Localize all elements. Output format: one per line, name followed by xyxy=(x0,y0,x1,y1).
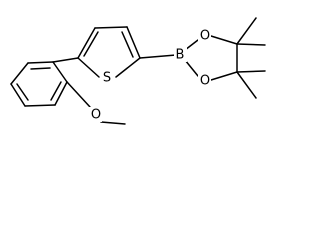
bonds xyxy=(10,17,266,125)
sulfur-label-bg xyxy=(101,70,114,85)
bond-benz-3-inner xyxy=(50,81,62,101)
bond-o-top-c xyxy=(210,35,238,45)
bond-o-bottom-c xyxy=(210,71,238,81)
bond-methyl-3 xyxy=(236,70,266,73)
bond-thio-c3-c2-inner xyxy=(121,31,134,58)
structure-canvas: S B O O O xyxy=(10,17,266,125)
bond-b-o-bottom xyxy=(184,59,199,77)
sulfur-atom-label: S xyxy=(103,71,111,86)
atom-labels: S B O O O xyxy=(89,29,211,123)
oxygen-methoxy-atom-label: O xyxy=(91,108,101,123)
bond-o-methyl xyxy=(100,121,126,125)
bond-b-o-top xyxy=(184,39,199,51)
bond-methyl-2 xyxy=(236,43,266,46)
bond-benz-1 xyxy=(27,61,54,64)
oxygen-methoxy-label-bg xyxy=(89,107,102,122)
oxygen-top-atom-label: O xyxy=(200,29,210,44)
bond-thio-c3-c2 xyxy=(126,26,141,59)
oxygen-top-label-bg xyxy=(198,29,211,44)
bond-thio-c5-c4-inner xyxy=(83,31,99,57)
bond-benz-2 xyxy=(52,61,68,83)
bond-c-b xyxy=(139,54,177,59)
oxygen-bottom-label-bg xyxy=(198,74,211,89)
bond-benz-5 xyxy=(10,83,26,107)
skeletal-formula: S B O O O xyxy=(10,17,266,125)
bond-benz-6 xyxy=(10,62,29,85)
bond-methyl-1 xyxy=(236,17,257,45)
bond-thio-c4-c3 xyxy=(94,26,128,29)
bond-benz-1-inner xyxy=(30,67,51,70)
bond-aryl-o xyxy=(66,81,91,108)
bond-thio-s-c5 xyxy=(77,57,100,78)
bond-benz-5-inner xyxy=(16,83,29,101)
boron-label-bg xyxy=(174,47,187,62)
bond-benz-4 xyxy=(24,104,56,107)
boron-atom-label: B xyxy=(176,48,185,63)
bond-benz-3 xyxy=(54,81,68,106)
bond-biaryl xyxy=(52,57,79,63)
bond-thio-c5-c4 xyxy=(77,27,96,59)
bond-thio-c2-s xyxy=(115,57,141,78)
oxygen-bottom-atom-label: O xyxy=(200,74,210,89)
bond-methyl-4 xyxy=(236,71,257,99)
